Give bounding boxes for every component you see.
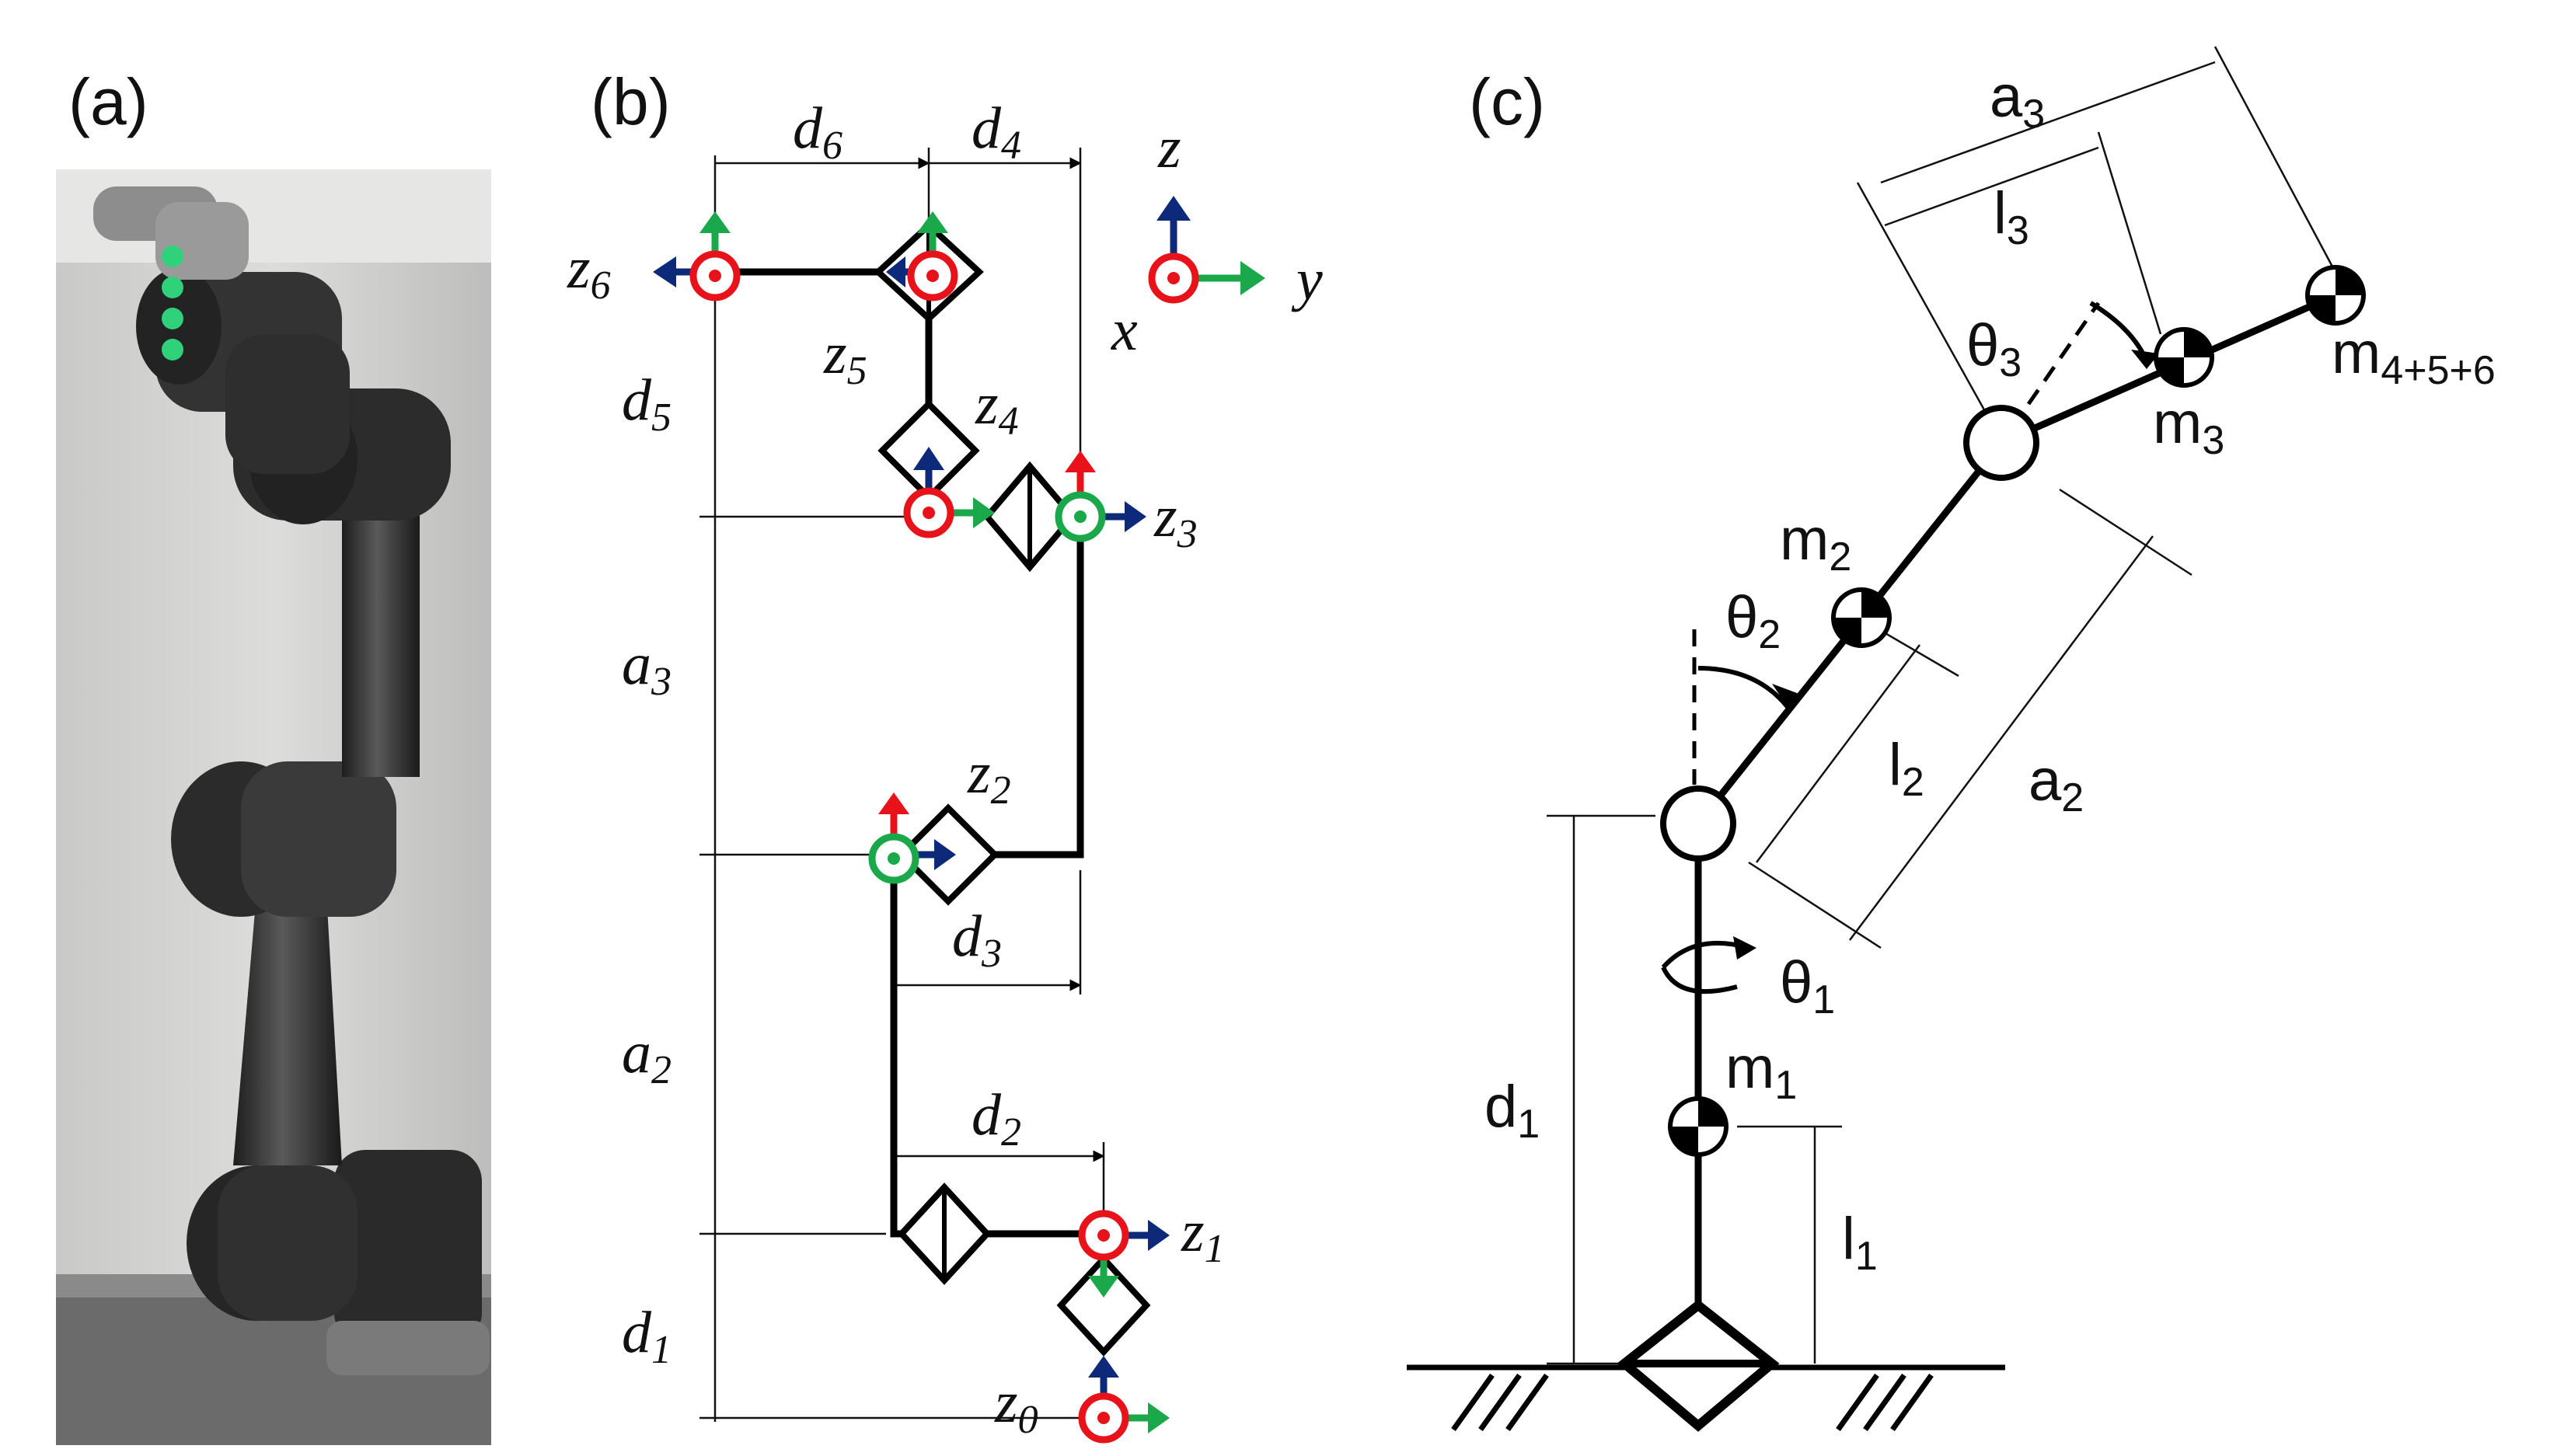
dimension-lines-c <box>1547 46 2341 1365</box>
label-l1: l1 <box>1842 1206 1878 1279</box>
label-m3: m3 <box>2153 390 2224 463</box>
legend-z-label: z <box>1157 115 1181 180</box>
label-theta3: θ3 <box>1966 312 2022 385</box>
label-z1: z1 <box>1181 1199 1225 1271</box>
revolute-joint-diamonds-b <box>874 221 1151 1357</box>
panel-b-label: (b) <box>591 65 671 138</box>
label-l2: l2 <box>1889 732 1924 805</box>
label-theta2: θ2 <box>1725 584 1781 657</box>
label-z6: z6 <box>567 235 611 308</box>
frame-5-marker <box>886 211 958 301</box>
label-a2-c: a2 <box>2029 747 2084 820</box>
label-d1-b: d1 <box>622 1300 672 1372</box>
label-d1-c: d1 <box>1484 1074 1540 1147</box>
label-z0: z0 <box>994 1370 1038 1442</box>
frame-0-marker <box>1078 1356 1170 1444</box>
label-theta1: θ1 <box>1780 949 1835 1022</box>
label-d3: d3 <box>952 904 1002 976</box>
frame-2-marker <box>868 792 956 884</box>
label-d6: d6 <box>793 96 842 168</box>
label-a3-c: a3 <box>1990 64 2045 137</box>
panel-c-label: (c) <box>1469 65 1545 138</box>
label-z4: z4 <box>975 371 1019 444</box>
legend-y-label: y <box>1291 247 1323 312</box>
legend-x-label: x <box>1111 298 1138 363</box>
labels-b: d6 d4 d5 a3 a2 d1 d3 d2 z6 z5 z4 z3 z2 z… <box>567 96 1323 1442</box>
mass-3-symbol <box>2156 329 2212 385</box>
label-m456: m4+5+6 <box>2332 320 2496 393</box>
robot-photo <box>56 169 491 1445</box>
label-d4: d4 <box>972 96 1021 168</box>
labels-c: a3 l3 θ3 m3 m4+5+6 m2 θ2 l2 a2 θ1 m1 d1 … <box>1484 64 2496 1279</box>
planar-arm-c <box>1407 267 2363 1432</box>
panel-a-label: (a) <box>68 65 148 138</box>
frame-markers-b <box>653 196 1265 1444</box>
label-d2: d2 <box>972 1082 1021 1155</box>
frame-6-marker <box>653 211 741 301</box>
frame-1-marker <box>1078 1210 1170 1298</box>
label-z3: z3 <box>1153 484 1198 556</box>
label-a3-b: a3 <box>622 632 672 704</box>
label-m2: m2 <box>1780 507 1851 580</box>
label-d5: d5 <box>622 367 672 440</box>
label-l3: l3 <box>1994 180 2029 253</box>
label-z2: z2 <box>967 740 1011 813</box>
label-m1: m1 <box>1725 1035 1797 1108</box>
mass-1-symbol <box>1670 1099 1726 1155</box>
mass-2-symbol <box>1833 590 1889 646</box>
label-a2-b: a2 <box>622 1020 672 1092</box>
frame-3-marker <box>1055 451 1146 542</box>
mass-456-symbol <box>2308 267 2363 323</box>
frame-4-marker <box>903 447 995 538</box>
axes-legend <box>1148 196 1265 304</box>
label-z5: z5 <box>823 321 867 393</box>
